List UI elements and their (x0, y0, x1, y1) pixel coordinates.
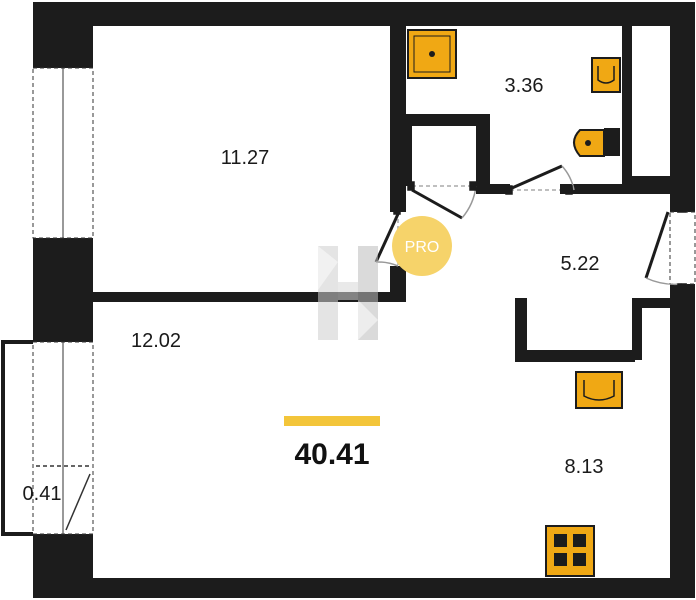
pro-badge-icon: PRO (392, 216, 452, 276)
shower-tray-icon (407, 29, 457, 79)
total-area-accent-bar (284, 416, 380, 426)
room-area-kitchen: 8.13 (565, 456, 604, 478)
stove-icon (545, 525, 595, 577)
room-area-top-left: 11.27 (221, 147, 270, 169)
room-area-bathroom: 3.36 (505, 75, 544, 97)
walls (33, 2, 695, 598)
room-area-bottom-left: 12.02 (131, 330, 181, 352)
washbasin-icon (591, 57, 621, 93)
balcony-door (36, 465, 91, 531)
toilet-icon (573, 128, 620, 157)
doors (374, 164, 687, 291)
total-area: 40.41 (294, 438, 369, 471)
windows (32, 67, 696, 535)
balcony-outline (1, 340, 33, 536)
room-area-hallway: 5.22 (561, 253, 600, 275)
logo-h-watermark-icon (318, 246, 378, 340)
kitchen-sink-icon (575, 371, 623, 409)
pro-badge-text: PRO (405, 239, 440, 256)
room-area-balcony: 0.41 (23, 483, 62, 505)
